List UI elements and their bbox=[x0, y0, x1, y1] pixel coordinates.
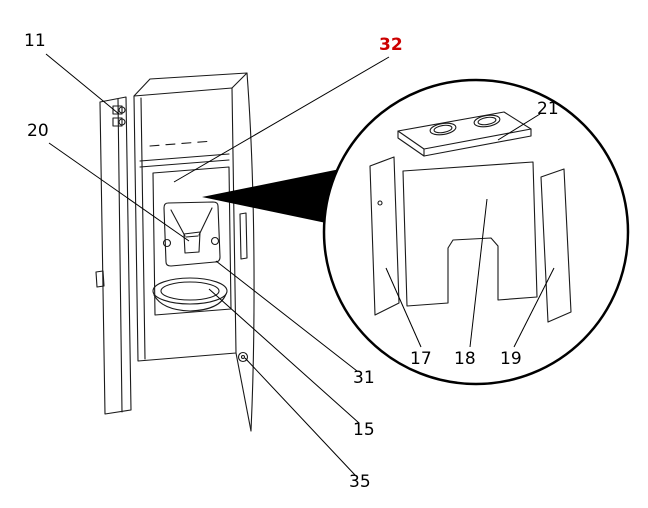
leader-line-32 bbox=[173, 56, 390, 183]
front-band bbox=[139, 153, 230, 168]
part-label-11: 11 bbox=[24, 31, 46, 51]
part-17-left-panel bbox=[369, 156, 400, 316]
door-hinges bbox=[112, 105, 126, 127]
vent-dashes bbox=[149, 140, 214, 147]
part-label-18: 18 bbox=[454, 349, 476, 369]
leader-line-21 bbox=[497, 113, 541, 141]
part-label-15: 15 bbox=[353, 420, 375, 440]
leader-line-18 bbox=[469, 198, 488, 348]
part-label-20: 20 bbox=[27, 121, 49, 141]
ash-pan bbox=[152, 277, 228, 312]
left-bolt bbox=[162, 238, 172, 248]
part-label-17: 17 bbox=[410, 349, 432, 369]
leader-lines bbox=[45, 53, 555, 476]
right-bolt bbox=[210, 236, 220, 246]
magnifier-circle bbox=[322, 78, 630, 386]
stove-body bbox=[133, 72, 255, 432]
leader-line-35 bbox=[244, 357, 356, 476]
part-label-35: 35 bbox=[349, 472, 371, 492]
part-19-right-panel bbox=[540, 168, 572, 323]
stove-door bbox=[95, 96, 132, 415]
part-label-32: 32 bbox=[379, 35, 403, 55]
door-handle bbox=[95, 270, 105, 288]
leader-line-17 bbox=[385, 267, 422, 348]
burn-pot bbox=[162, 201, 221, 267]
part-18-back-panel bbox=[402, 161, 538, 307]
leader-line-11 bbox=[45, 53, 120, 115]
leader-line-31 bbox=[215, 260, 358, 372]
part-label-31: 31 bbox=[353, 368, 375, 388]
bottom-knob bbox=[237, 351, 249, 363]
part-21-top-plate bbox=[397, 111, 532, 157]
leader-line-20 bbox=[48, 142, 190, 242]
part-label-21: 21 bbox=[537, 99, 559, 119]
part-label-19: 19 bbox=[500, 349, 522, 369]
stove-drawing bbox=[95, 72, 255, 432]
leader-line-15 bbox=[208, 288, 360, 424]
leader-line-19 bbox=[513, 267, 555, 348]
callout-wedge bbox=[202, 168, 350, 228]
